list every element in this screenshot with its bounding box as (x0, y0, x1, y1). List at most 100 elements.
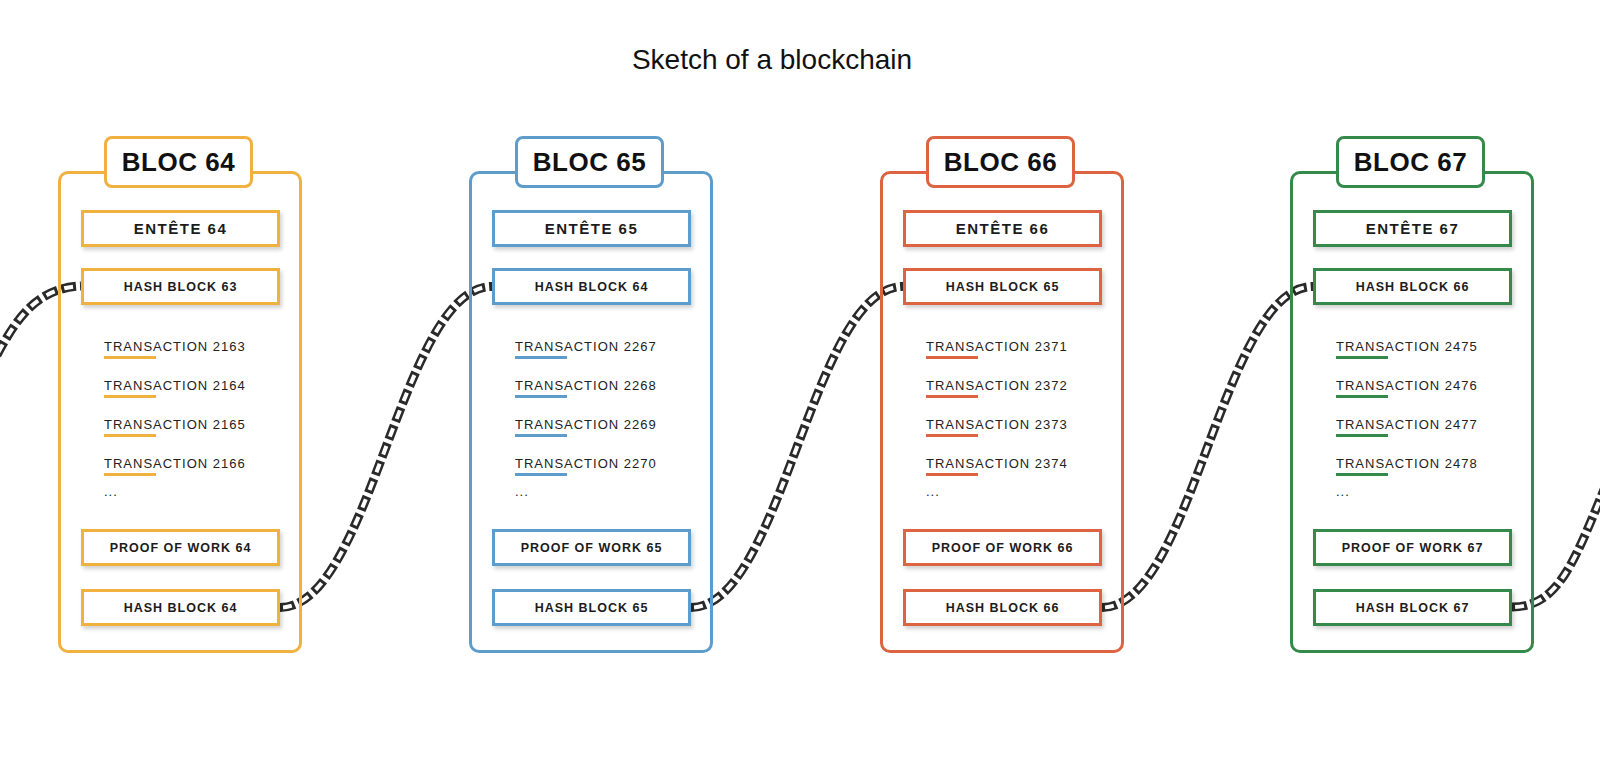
field-box: HASH BLOCK 65 (903, 268, 1102, 305)
underline-bar (926, 356, 978, 359)
field-text: ENTÊTE 65 (545, 220, 639, 237)
field-text: PROOF OF WORK 64 (110, 541, 252, 555)
block-frame: BLOC 67TRANSACTION 2475TRANSACTION 2476T… (1290, 171, 1534, 653)
transaction-row: TRANSACTION 2165 (104, 415, 246, 433)
transaction-text: TRANSACTION 2372 (926, 378, 1068, 393)
transaction-row: TRANSACTION 2372 (926, 376, 1068, 394)
field-box: HASH BLOCK 67 (1313, 589, 1512, 626)
block-title: BLOC 65 (533, 147, 646, 178)
transaction-text: TRANSACTION 2163 (104, 339, 246, 354)
field-box: HASH BLOCK 66 (1313, 268, 1512, 305)
transaction-text: TRANSACTION 2373 (926, 417, 1068, 432)
transaction-text: ... (1336, 484, 1350, 499)
field-box: PROOF OF WORK 64 (81, 529, 280, 566)
transaction-text: TRANSACTION 2478 (1336, 456, 1478, 471)
transaction-row: TRANSACTION 2374 (926, 454, 1068, 472)
field-text: HASH BLOCK 65 (946, 280, 1060, 294)
transaction-row: TRANSACTION 2373 (926, 415, 1068, 433)
underline-bar (104, 356, 156, 359)
field-box: HASH BLOCK 63 (81, 268, 280, 305)
transaction-text: TRANSACTION 2166 (104, 456, 246, 471)
block-frame: BLOC 65TRANSACTION 2267TRANSACTION 2268T… (469, 171, 713, 653)
field-text: PROOF OF WORK 66 (932, 541, 1074, 555)
underline-bar (515, 395, 567, 398)
transaction-text: TRANSACTION 2267 (515, 339, 657, 354)
field-box: PROOF OF WORK 67 (1313, 529, 1512, 566)
field-box: PROOF OF WORK 66 (903, 529, 1102, 566)
transaction-row: TRANSACTION 2268 (515, 376, 657, 394)
underline-bar (104, 395, 156, 398)
underline-bar (1336, 434, 1388, 437)
chain-lead-in (0, 286, 81, 372)
transaction-text: TRANSACTION 2477 (1336, 417, 1478, 432)
chain-inner (280, 287, 492, 608)
transaction-row: TRANSACTION 2163 (104, 337, 246, 355)
transaction-row: TRANSACTION 2267 (515, 337, 657, 355)
transaction-row: ... (104, 482, 118, 500)
field-text: ENTÊTE 64 (134, 220, 228, 237)
transaction-row: TRANSACTION 2475 (1336, 337, 1478, 355)
transaction-text: ... (926, 484, 940, 499)
transaction-text: TRANSACTION 2268 (515, 378, 657, 393)
field-text: HASH BLOCK 63 (124, 280, 238, 294)
block-title-tab: BLOC 66 (926, 136, 1075, 188)
transaction-row: ... (515, 482, 529, 500)
underline-bar (926, 473, 978, 476)
block-title: BLOC 67 (1354, 147, 1467, 178)
transaction-row: TRANSACTION 2478 (1336, 454, 1478, 472)
transaction-row: TRANSACTION 2270 (515, 454, 657, 472)
chain-connector (280, 287, 492, 608)
transaction-text: TRANSACTION 2165 (104, 417, 246, 432)
transaction-row: TRANSACTION 2269 (515, 415, 657, 433)
transaction-text: TRANSACTION 2476 (1336, 378, 1478, 393)
block-title-tab: BLOC 67 (1336, 136, 1485, 188)
field-text: HASH BLOCK 67 (1356, 601, 1470, 615)
underline-bar (926, 395, 978, 398)
underline-bar (515, 356, 567, 359)
transaction-text: TRANSACTION 2475 (1336, 339, 1478, 354)
transaction-row: TRANSACTION 2164 (104, 376, 246, 394)
field-box: HASH BLOCK 64 (492, 268, 691, 305)
underline-bar (926, 434, 978, 437)
field-box: ENTÊTE 67 (1313, 210, 1512, 247)
field-text: PROOF OF WORK 67 (1342, 541, 1484, 555)
field-text: HASH BLOCK 66 (946, 601, 1060, 615)
underline-bar (104, 434, 156, 437)
field-text: ENTÊTE 66 (956, 220, 1050, 237)
chain-lead-out (1512, 470, 1600, 607)
underline-bar (1336, 356, 1388, 359)
underline-bar (515, 434, 567, 437)
chain-outline (1102, 287, 1313, 608)
transaction-text: TRANSACTION 2269 (515, 417, 657, 432)
transaction-row: ... (926, 482, 940, 500)
chain-outline (280, 287, 492, 608)
field-text: HASH BLOCK 64 (535, 280, 649, 294)
field-box: PROOF OF WORK 65 (492, 529, 691, 566)
transaction-row: ... (1336, 482, 1350, 500)
transaction-text: TRANSACTION 2371 (926, 339, 1068, 354)
chain-inner (691, 287, 903, 608)
field-box: HASH BLOCK 66 (903, 589, 1102, 626)
block-frame: BLOC 64TRANSACTION 2163TRANSACTION 2164T… (58, 171, 302, 653)
field-box: ENTÊTE 66 (903, 210, 1102, 247)
field-box: ENTÊTE 65 (492, 210, 691, 247)
chain-inner (1102, 287, 1313, 608)
field-text: HASH BLOCK 66 (1356, 280, 1470, 294)
field-box: ENTÊTE 64 (81, 210, 280, 247)
underline-bar (1336, 395, 1388, 398)
field-box: HASH BLOCK 64 (81, 589, 280, 626)
transaction-row: TRANSACTION 2476 (1336, 376, 1478, 394)
field-text: HASH BLOCK 64 (124, 601, 238, 615)
transaction-text: ... (515, 484, 529, 499)
transaction-row: TRANSACTION 2166 (104, 454, 246, 472)
transaction-text: TRANSACTION 2164 (104, 378, 246, 393)
chain-connector (691, 287, 903, 608)
underline-bar (1336, 473, 1388, 476)
field-text: HASH BLOCK 65 (535, 601, 649, 615)
transaction-row: TRANSACTION 2371 (926, 337, 1068, 355)
block-title-tab: BLOC 65 (515, 136, 664, 188)
chain-outline (1512, 470, 1600, 607)
chain-outline (691, 287, 903, 608)
underline-bar (104, 473, 156, 476)
